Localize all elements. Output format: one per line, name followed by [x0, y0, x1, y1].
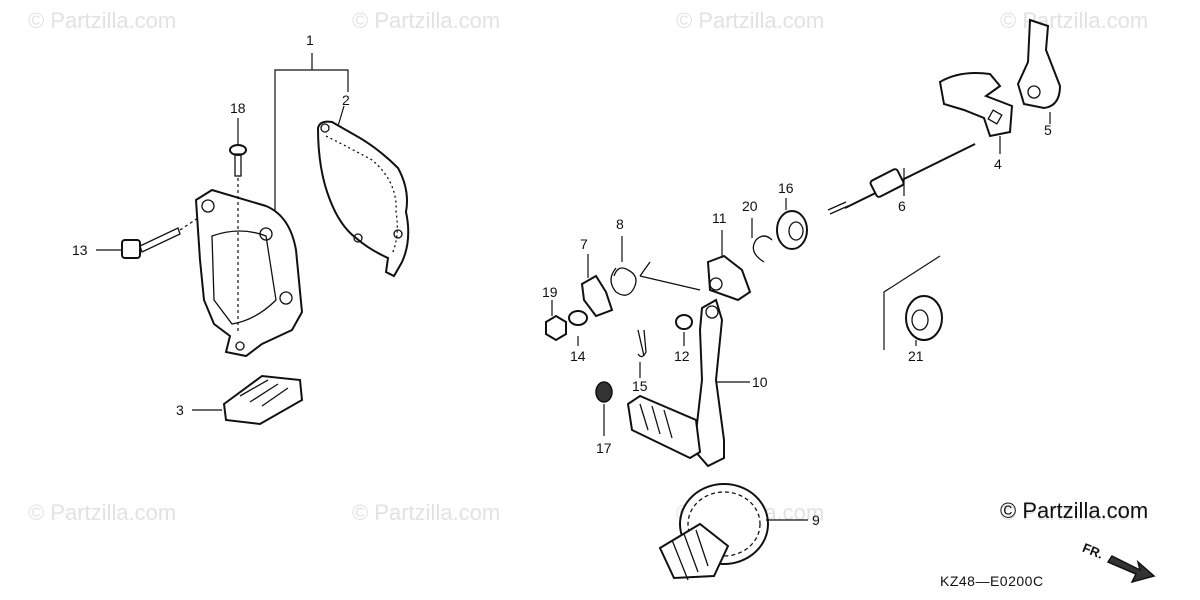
callout-4: 4	[994, 156, 1002, 172]
bearing-21	[883, 255, 943, 350]
spring-8	[610, 236, 701, 296]
callout-10: 10	[752, 374, 768, 390]
bolt-13	[96, 217, 199, 259]
gasket-hole	[320, 123, 330, 133]
callout-14: 14	[570, 348, 586, 364]
watermark: © Partzilla.com	[1000, 8, 1149, 33]
callout-7: 7	[580, 236, 588, 252]
brand-text: © Partzilla.com	[1000, 498, 1149, 523]
part-7	[580, 254, 614, 318]
callout-6: 6	[898, 198, 906, 214]
washer-17	[595, 381, 613, 403]
snap-ring-20	[752, 235, 773, 263]
callout-16: 16	[778, 180, 794, 196]
washer-14	[568, 310, 588, 326]
screw-18	[229, 118, 247, 334]
callout-21: 21	[908, 348, 924, 364]
callout-5: 5	[1044, 122, 1052, 138]
gasket-dots	[325, 135, 398, 255]
part-5	[1016, 18, 1062, 124]
watermark: © Partzilla.com	[352, 8, 501, 33]
callout-12: 12	[674, 348, 690, 364]
watermark: © Partzilla.com	[676, 8, 825, 33]
callout-1: 1	[306, 32, 314, 48]
pedal-rubber-3	[192, 374, 304, 426]
leader-2	[337, 105, 345, 127]
gear-9	[658, 483, 808, 581]
cover-inner	[211, 230, 277, 325]
diagram-code: KZ48—E0200C	[940, 573, 1044, 589]
shaft-6	[827, 143, 976, 215]
cover-hole	[235, 341, 245, 351]
washer-12	[675, 314, 693, 330]
kick-arm-10	[626, 298, 750, 468]
watermark: © Partzilla.com	[1000, 500, 1149, 525]
bearing-16	[776, 198, 808, 250]
part-4	[938, 72, 1014, 154]
gasket-hole	[393, 229, 403, 239]
callout-18: 18	[230, 100, 246, 116]
gasket-hole	[353, 233, 363, 243]
callout-8: 8	[616, 216, 624, 232]
callout-3: 3	[176, 402, 184, 418]
part-11	[706, 230, 752, 302]
pin-15	[637, 329, 647, 358]
callout-13: 13	[72, 242, 88, 258]
front-arrow-icon	[1106, 555, 1156, 584]
cover-hole	[259, 227, 273, 241]
watermark: © Partzilla.com	[28, 500, 177, 525]
watermark: © Partzilla.com	[28, 8, 177, 33]
callout-11: 11	[712, 210, 727, 226]
nut-19	[545, 314, 567, 342]
cover-hole	[279, 291, 293, 305]
cover-shape	[194, 188, 304, 358]
callout-19: 19	[542, 284, 558, 300]
gasket-shape	[316, 120, 410, 278]
callout-20: 20	[742, 198, 758, 214]
watermark: © Partzilla.com	[352, 500, 501, 525]
cover-hole	[201, 199, 215, 213]
callout-2: 2	[342, 92, 350, 108]
callout-9: 9	[812, 512, 820, 528]
callout-17: 17	[596, 440, 612, 456]
callout-15: 15	[632, 378, 648, 394]
